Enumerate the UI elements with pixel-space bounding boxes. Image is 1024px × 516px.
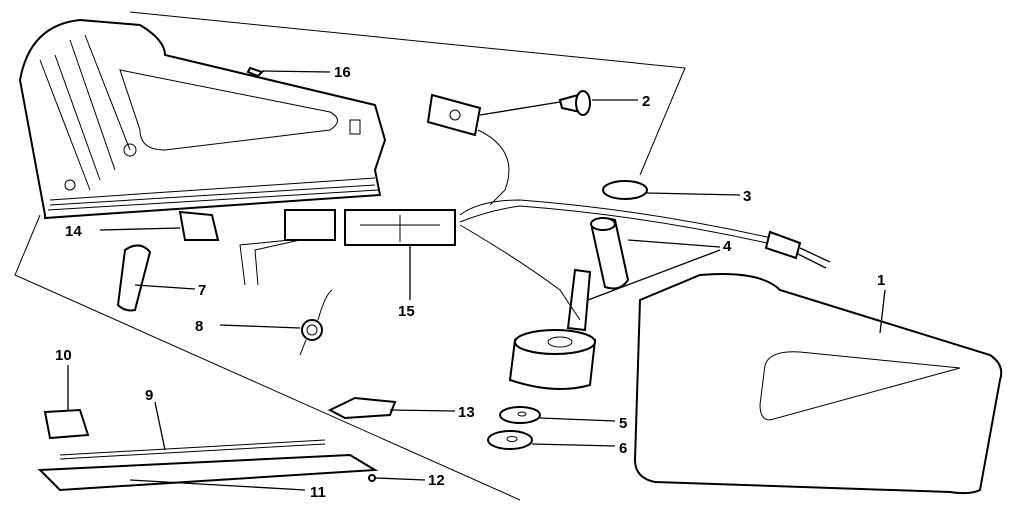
- leader-7: [134, 284, 196, 290]
- label-1: 1: [877, 272, 885, 289]
- leader-14: [99, 227, 181, 231]
- label-8: 8: [195, 318, 203, 335]
- part-7-tube: [116, 244, 152, 312]
- leader-5: [539, 417, 616, 422]
- label-12: 12: [428, 472, 445, 489]
- washer-hole: [506, 436, 518, 442]
- label-10: 10: [55, 347, 72, 364]
- part-5-washer: [499, 406, 541, 424]
- label-6: 6: [619, 440, 627, 457]
- part-1-housing-right-half: [633, 273, 1003, 495]
- part-2-switch: [426, 90, 638, 206]
- part-13-bracket: [327, 396, 397, 420]
- part-14-clip: [178, 210, 220, 241]
- part-9-rod: [59, 439, 326, 460]
- solenoid-coil: [508, 329, 597, 390]
- label-2: 2: [642, 93, 650, 110]
- part-8-spring: [219, 289, 333, 356]
- label-13: 13: [458, 404, 475, 421]
- label-11: 11: [310, 484, 326, 501]
- label-4: 4: [723, 238, 732, 255]
- leader-12: [375, 477, 426, 481]
- part-10-block: [43, 408, 90, 440]
- housing-left-half: [18, 18, 387, 220]
- label-14: 14: [65, 223, 82, 240]
- part-16-screw: [246, 66, 331, 78]
- part-6-washer: [487, 430, 533, 450]
- leader-13: [389, 409, 456, 412]
- label-15: 15: [398, 303, 415, 320]
- power-cord: [459, 199, 831, 269]
- part-11-track: [37, 453, 379, 492]
- label-3: 3: [743, 188, 751, 205]
- assembly-outline-lower: [14, 214, 521, 501]
- assembly-outline: [129, 11, 686, 176]
- leader-3: [646, 192, 741, 196]
- label-9: 9: [145, 387, 153, 404]
- part-12-pin: [368, 474, 376, 482]
- leader-11: [129, 479, 306, 491]
- part-15-switch-assembly: [239, 209, 456, 300]
- label-5: 5: [619, 415, 627, 432]
- label-7: 7: [198, 282, 206, 299]
- part-3-cap: [602, 180, 648, 200]
- leader-6: [531, 443, 616, 447]
- label-16: 16: [334, 64, 351, 81]
- washer-hole: [517, 411, 527, 417]
- part-4-solenoid-parts: [459, 217, 721, 332]
- leader-9: [154, 401, 166, 451]
